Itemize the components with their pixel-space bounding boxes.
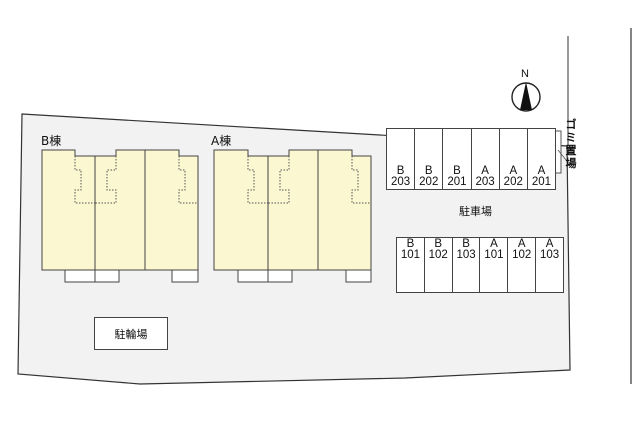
parking-unit: 203 bbox=[475, 176, 495, 188]
parking-space: B 203 bbox=[387, 129, 416, 189]
parking-building: A bbox=[481, 165, 489, 177]
parking-building: A bbox=[517, 238, 526, 250]
parking-building: B bbox=[396, 165, 405, 177]
garbage-area-label: ゴ ミ 置 場 bbox=[565, 118, 577, 170]
building-a-shape bbox=[213, 149, 372, 283]
parking-unit: 202 bbox=[419, 176, 439, 188]
parking-space: B 201 bbox=[443, 129, 472, 189]
parking-row-upper: B 203 B 202 B 201 A 203 A 202 A 201 bbox=[386, 128, 556, 190]
parking-building: A bbox=[509, 165, 518, 177]
garbage-char: ゴ bbox=[565, 118, 577, 131]
parking-unit: 103 bbox=[539, 249, 560, 261]
building-b-shape bbox=[41, 149, 199, 283]
parking-building: B bbox=[424, 165, 433, 177]
parking-unit: 201 bbox=[531, 176, 552, 188]
parking-unit: 203 bbox=[390, 176, 411, 188]
compass-icon bbox=[511, 82, 541, 112]
parking-space: A 101 bbox=[480, 238, 509, 292]
parking-building: A bbox=[545, 238, 554, 250]
parking-space: B 202 bbox=[415, 129, 444, 189]
parking-space: A 202 bbox=[500, 129, 528, 189]
parking-space: B 102 bbox=[425, 238, 453, 292]
parking-space: A 102 bbox=[508, 238, 537, 292]
parking-building: B bbox=[462, 238, 470, 250]
parking-space: B 101 bbox=[397, 238, 425, 292]
parking-space: B 103 bbox=[453, 238, 481, 292]
parking-row-lower: B 101 B 102 B 103 A 101 A 102 A 103 bbox=[396, 237, 564, 293]
parking-building: A bbox=[537, 165, 546, 177]
bicycle-parking: 駐輪場 bbox=[94, 317, 168, 350]
parking-unit: 101 bbox=[400, 249, 420, 261]
bicycle-parking-label: 駐輪場 bbox=[114, 327, 148, 341]
parking-building: B bbox=[453, 165, 461, 177]
compass-north-label: N bbox=[521, 68, 529, 80]
parking-unit: 103 bbox=[456, 249, 476, 261]
parking-unit: 202 bbox=[503, 176, 523, 188]
parking-space: A 203 bbox=[472, 129, 500, 189]
building-b-label: B棟 bbox=[41, 134, 62, 148]
parking-lot-label: 駐車場 bbox=[459, 205, 492, 218]
garbage-char: 置 bbox=[565, 144, 577, 157]
parking-unit: 102 bbox=[512, 249, 532, 261]
garbage-char: ミ bbox=[565, 131, 577, 144]
garbage-char: 場 bbox=[565, 157, 577, 170]
parking-building: A bbox=[490, 238, 498, 250]
parking-building: B bbox=[406, 238, 415, 250]
parking-building: B bbox=[434, 238, 443, 250]
parking-unit: 102 bbox=[428, 249, 448, 261]
parking-unit: 101 bbox=[484, 249, 504, 261]
parking-space: A 103 bbox=[536, 238, 563, 292]
building-a-label: A棟 bbox=[211, 134, 232, 148]
parking-space: A 201 bbox=[528, 129, 555, 189]
parking-unit: 201 bbox=[447, 176, 467, 188]
